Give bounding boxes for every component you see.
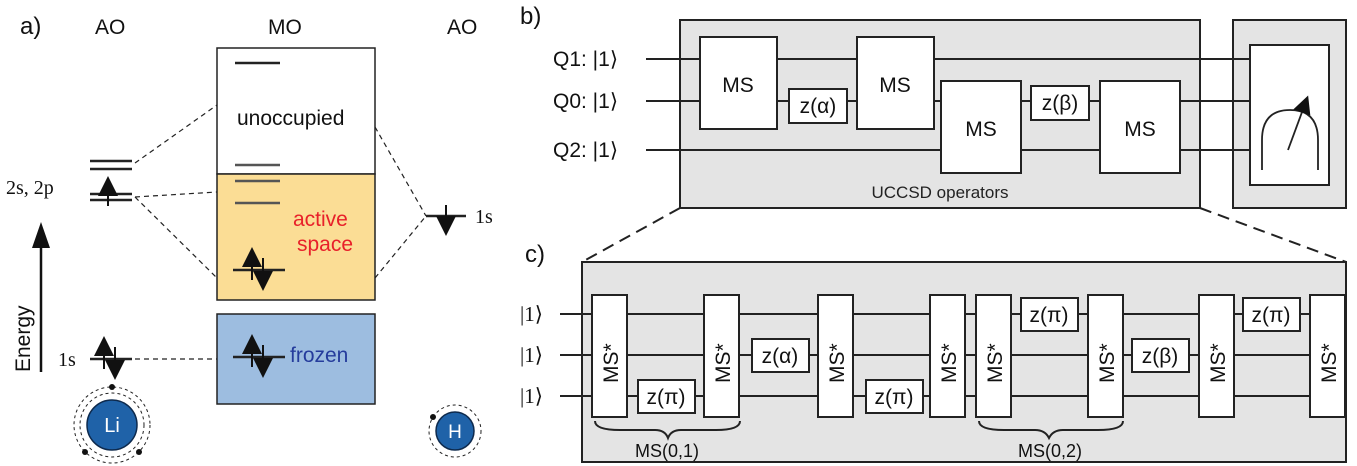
active-label: active xyxy=(293,208,348,231)
ms-gate xyxy=(699,36,778,130)
unoccupied-box xyxy=(216,47,376,175)
level-2s2p-label: 2s, 2p xyxy=(6,177,54,199)
ms-gate xyxy=(940,80,1022,174)
h-atom-icon: H xyxy=(428,404,482,458)
zoom-line xyxy=(1199,207,1347,263)
z-beta-gate xyxy=(1030,85,1090,121)
brace-ms02-label: MS(0,2) xyxy=(1018,441,1082,461)
z-alpha-gate xyxy=(788,88,848,124)
frozen-label: frozen xyxy=(290,344,348,367)
z-pi-gate xyxy=(1242,297,1301,332)
ms-star-label: MS* xyxy=(984,343,1007,383)
ao-right-heading: AO xyxy=(447,16,477,39)
brace-ms01-label: MS(0,1) xyxy=(635,441,699,461)
zoom-line xyxy=(581,207,681,263)
ms-star-label: MS* xyxy=(1096,343,1119,383)
electron-pair-icon xyxy=(242,247,273,291)
z-pi-gate xyxy=(865,379,924,414)
mo-heading: MO xyxy=(268,16,302,39)
ms-star-label: MS* xyxy=(1318,343,1341,383)
panel-b-label: b) xyxy=(520,3,541,30)
ms-gate-label: MS xyxy=(879,74,911,97)
qubit-label-c2: |1⟩ xyxy=(520,343,543,367)
ms-star-gate: MS* xyxy=(591,294,628,418)
panel-c-label: c) xyxy=(525,241,545,268)
level-1s-right-label: 1s xyxy=(475,206,493,228)
panel-a-label: a) xyxy=(20,13,41,40)
ms-star-gate: MS* xyxy=(703,294,740,418)
z-pi-gate xyxy=(1020,297,1079,332)
ms-star-label: MS* xyxy=(938,343,961,383)
qubit-label-c1: |1⟩ xyxy=(520,302,543,326)
ms-star-gate: MS* xyxy=(817,294,854,418)
li-label: Li xyxy=(104,415,120,437)
z-pi-label: z(π) xyxy=(875,386,914,409)
ms-gate-label: MS xyxy=(965,118,997,141)
frozen-box xyxy=(216,313,376,405)
ms-gate-label: MS xyxy=(1124,118,1156,141)
z-beta-label: z(β) xyxy=(1142,345,1179,368)
energy-arrow-icon xyxy=(32,222,50,248)
z-alpha-label: z(α) xyxy=(762,345,799,368)
ms-star-label: MS* xyxy=(826,343,849,383)
qubit-label-q0: Q0: |1⟩ xyxy=(553,90,618,113)
z-alpha-label: z(α) xyxy=(800,95,837,118)
qubit-label-c3: |1⟩ xyxy=(520,384,543,408)
correlation-line xyxy=(134,191,218,198)
correlation-line xyxy=(374,126,427,217)
panel-b: b) Q1: |1⟩ Q0: |1⟩ Q2: |1⟩ MS z(α) MS MS… xyxy=(520,3,1347,263)
ao-left-heading: AO xyxy=(95,16,125,39)
brace-ms02 xyxy=(978,420,1124,441)
z-pi-label: z(π) xyxy=(1030,304,1069,327)
z-beta-gate xyxy=(1131,338,1190,373)
z-pi-label: z(π) xyxy=(647,386,686,409)
z-pi-gate xyxy=(637,379,696,414)
level-1s-left-label: 1s xyxy=(58,349,76,371)
li-atom-icon: Li xyxy=(73,384,151,464)
ms-gate-label: MS xyxy=(722,74,754,97)
panel-c: c) |1⟩ |1⟩ |1⟩ MS* MS* MS* MS* MS* xyxy=(520,241,1347,463)
ms-star-gate: MS* xyxy=(929,294,966,418)
ms-star-gate: MS* xyxy=(1309,294,1346,418)
energy-label: Energy xyxy=(12,305,35,372)
z-pi-label: z(π) xyxy=(1252,304,1291,327)
correlation-line xyxy=(134,196,218,279)
ms-gate xyxy=(1099,80,1181,174)
ms-star-label: MS* xyxy=(600,343,623,383)
electron-pair-icon xyxy=(242,334,273,378)
z-alpha-gate xyxy=(751,338,810,373)
ms-gate xyxy=(856,36,935,130)
z-beta-label: z(β) xyxy=(1042,92,1079,115)
unoccupied-label: unoccupied xyxy=(237,107,344,130)
space-label: space xyxy=(297,233,353,256)
qubit-label-q1: Q1: |1⟩ xyxy=(553,48,618,71)
uccsd-caption: UCCSD operators xyxy=(872,183,1009,202)
panel-a: a) AO MO AO unoccupied active space froz… xyxy=(6,13,493,464)
qubit-label-q2: Q2: |1⟩ xyxy=(553,139,618,162)
ms-star-gate: MS* xyxy=(1198,294,1235,418)
ms-star-label: MS* xyxy=(1207,343,1230,383)
active-space-box xyxy=(216,173,376,301)
ms-star-gate: MS* xyxy=(1087,294,1124,418)
ms-star-gate: MS* xyxy=(975,294,1012,418)
correlation-line xyxy=(134,104,218,164)
correlation-line xyxy=(374,215,427,279)
brace-ms01 xyxy=(594,420,741,441)
electron-pair-icon xyxy=(94,336,125,380)
ms-star-label: MS* xyxy=(712,343,735,383)
h-label: H xyxy=(448,422,462,443)
meter-icon xyxy=(1249,44,1330,186)
